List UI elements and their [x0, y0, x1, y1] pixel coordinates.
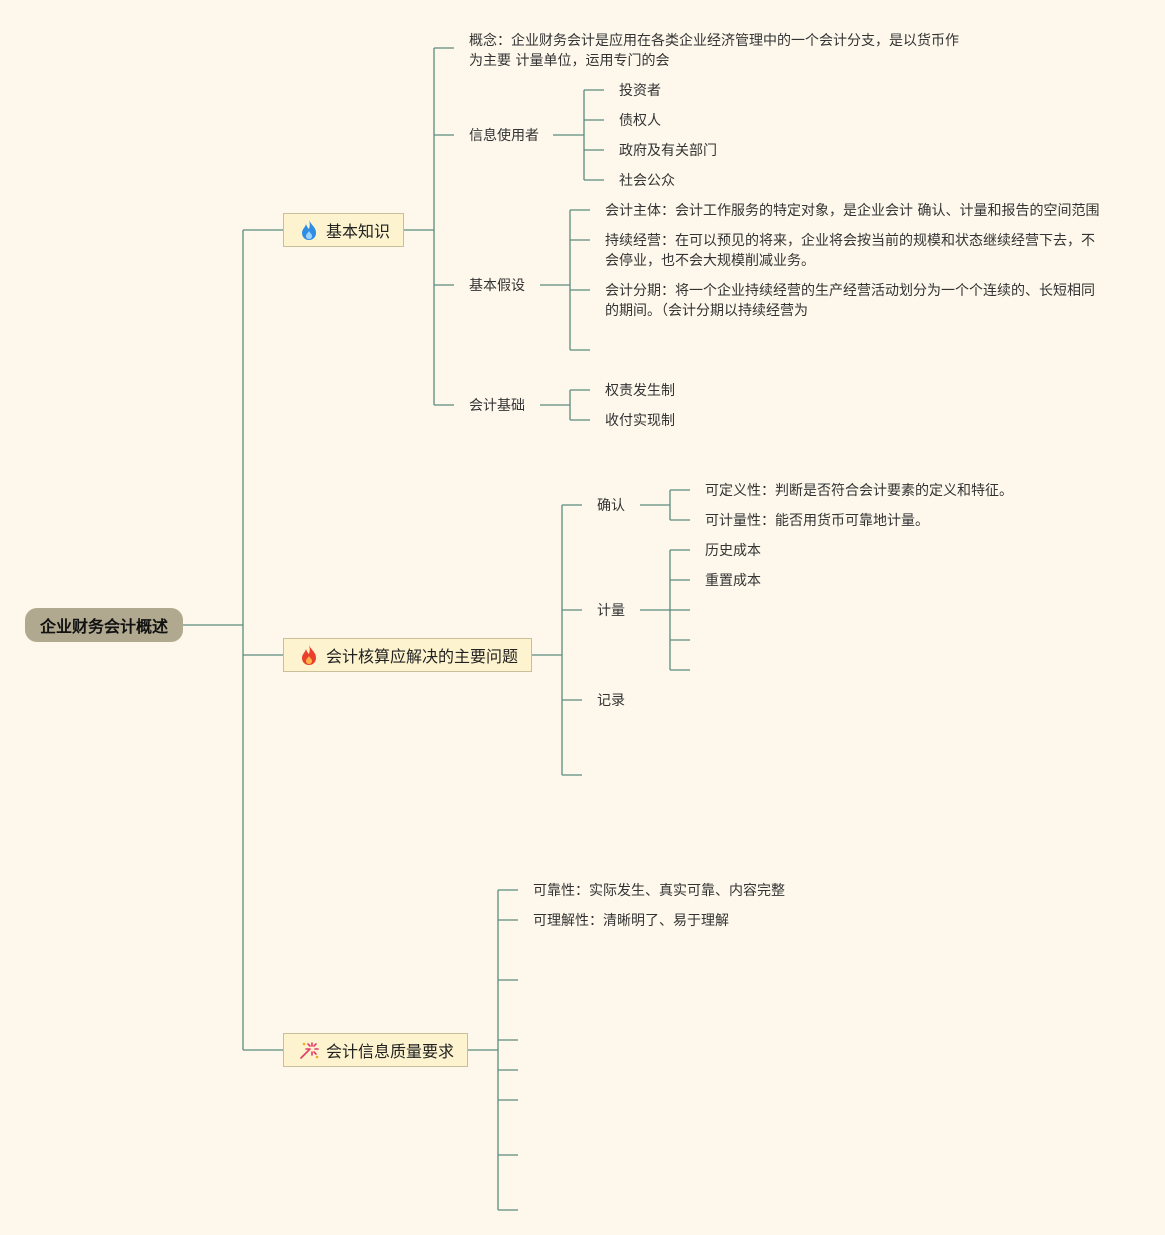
- branch-quality-requirements[interactable]: 会计信息质量要求: [283, 1033, 468, 1067]
- assumption-going-concern[interactable]: 持续经营：在可以预见的将来，企业将会按当前的规模和状态继续经营下去，不会停业，也…: [605, 233, 1095, 269]
- branch-label: 基本知识: [326, 222, 391, 241]
- measurement-node[interactable]: 计量: [597, 603, 625, 619]
- user-government[interactable]: 政府及有关部门: [619, 143, 717, 159]
- recognition-measurability[interactable]: 可计量性：能否用货币可靠地计量。: [705, 513, 929, 529]
- users-node[interactable]: 信息使用者: [469, 128, 539, 144]
- user-public[interactable]: 社会公众: [619, 173, 675, 189]
- root-node[interactable]: 企业财务会计概述: [25, 608, 183, 642]
- measurement-replacement-cost[interactable]: 重置成本: [705, 573, 761, 589]
- assumption-entity[interactable]: 会计主体：会计工作服务的特定对象，是企业会计 确认、计量和报告的空间范围: [605, 203, 1100, 219]
- measurement-historical-cost[interactable]: 历史成本: [705, 543, 761, 559]
- user-creditor[interactable]: 债权人: [619, 113, 661, 129]
- recognition-node[interactable]: 确认: [597, 498, 625, 514]
- branch-label: 会计核算应解决的主要问题: [326, 647, 519, 666]
- branch-main-issues[interactable]: 会计核算应解决的主要问题: [283, 638, 532, 672]
- recognition-definability[interactable]: 可定义性：判断是否符合会计要素的定义和特征。: [705, 483, 1013, 499]
- basis-accrual[interactable]: 权责发生制: [605, 383, 675, 399]
- basis-cash[interactable]: 收付实现制: [605, 413, 675, 429]
- basis-node[interactable]: 会计基础: [469, 398, 525, 414]
- branch-basic-knowledge[interactable]: 基本知识: [283, 213, 404, 247]
- user-investor[interactable]: 投资者: [619, 83, 661, 99]
- assumptions-node[interactable]: 基本假设: [469, 278, 525, 294]
- assumption-periodicity[interactable]: 会计分期：将一个企业持续经营的生产经营活动划分为一个个连续的、长短相同的期间。（…: [605, 283, 1095, 319]
- blue-flame-icon: [298, 219, 320, 241]
- recording-node[interactable]: 记录: [597, 693, 625, 709]
- root-label: 企业财务会计概述: [39, 617, 168, 636]
- red-flame-icon: [298, 644, 320, 666]
- branch-label: 会计信息质量要求: [326, 1042, 455, 1061]
- quality-reliability[interactable]: 可靠性：实际发生、真实可靠、内容完整: [533, 883, 785, 899]
- quality-understandability[interactable]: 可理解性：清晰明了、易于理解: [533, 913, 729, 929]
- concept-node[interactable]: 概念：企业财务会计是应用在各类企业经济管理中的一个会计分支，是以货币作为主要 计…: [469, 33, 959, 69]
- fireworks-icon: [298, 1039, 320, 1061]
